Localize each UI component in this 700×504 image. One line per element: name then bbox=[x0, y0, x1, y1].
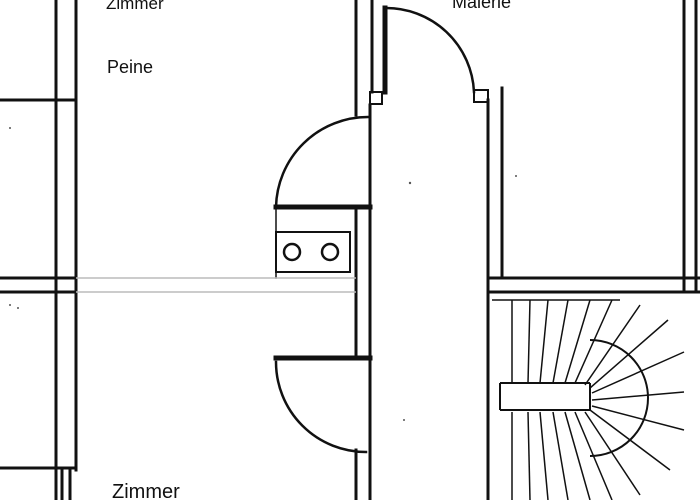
stair-line-6 bbox=[574, 299, 613, 384]
stair-line-2 bbox=[527, 299, 531, 384]
stair-line-5 bbox=[564, 299, 591, 384]
stair-line-14 bbox=[574, 411, 613, 500]
room-label-zimmer-bottom: Zimmer bbox=[112, 481, 180, 503]
room-label-zimmer-top: Zimmer bbox=[106, 0, 164, 13]
cooktop bbox=[275, 231, 351, 273]
door-jamb-top-left bbox=[369, 91, 383, 105]
scan-speck bbox=[403, 419, 405, 421]
staircase bbox=[492, 299, 685, 500]
stair-line-7 bbox=[584, 304, 641, 386]
scan-speck bbox=[408, 181, 412, 185]
stair-line-3 bbox=[539, 299, 549, 384]
burner-right-icon bbox=[320, 242, 340, 262]
stair-line-17 bbox=[539, 411, 549, 500]
stair-line-9 bbox=[591, 351, 685, 394]
stair-line-13 bbox=[584, 411, 641, 496]
stair-line-4 bbox=[552, 299, 569, 384]
door-swing-upper bbox=[274, 115, 370, 209]
stair-line-18 bbox=[527, 411, 531, 500]
burner-left-icon bbox=[282, 242, 302, 262]
stair-line-10 bbox=[591, 391, 685, 401]
stair-line-15 bbox=[564, 411, 591, 500]
stair-line-16 bbox=[552, 411, 569, 500]
stair-line-8 bbox=[589, 319, 669, 389]
door-swing-top bbox=[383, 6, 476, 94]
stair-line-11 bbox=[591, 405, 685, 431]
room-label-malerie: Malerie bbox=[452, 0, 512, 12]
stair-line-12 bbox=[589, 409, 671, 471]
door-jamb-top-right bbox=[473, 89, 489, 103]
door-swing-lower bbox=[274, 360, 368, 454]
scan-speck bbox=[9, 304, 11, 306]
scan-speck bbox=[515, 175, 517, 177]
stair-curve-outer bbox=[589, 339, 649, 457]
scan-speck bbox=[9, 127, 11, 129]
room-label-peine: Peine bbox=[107, 57, 154, 77]
scan-speck bbox=[17, 307, 19, 309]
